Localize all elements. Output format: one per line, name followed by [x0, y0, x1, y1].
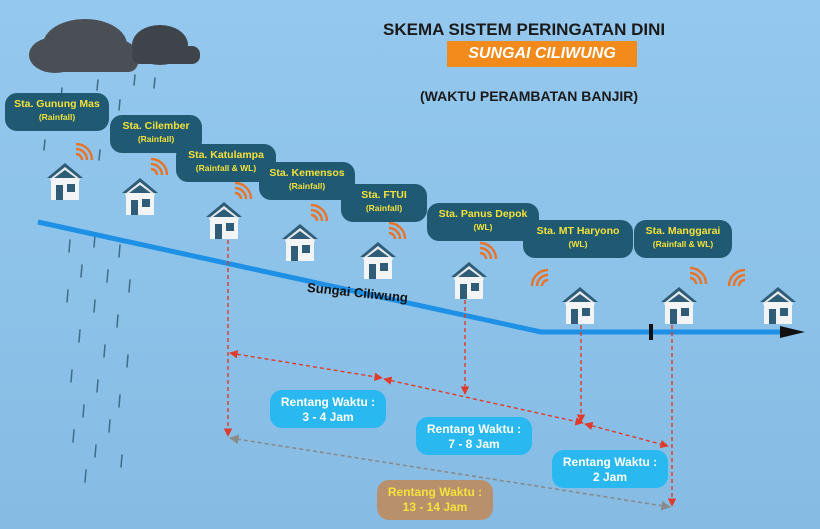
- house-icon: [122, 157, 169, 215]
- house-icon: [206, 181, 253, 239]
- range-arrow-13-14: [229, 434, 671, 511]
- house-icon: [451, 241, 498, 299]
- range-box-7-8: Rentang Waktu : 7 - 8 Jam: [416, 417, 532, 455]
- river-arrow-head: [780, 326, 805, 338]
- house-icon: [661, 266, 708, 324]
- range-value: 3 - 4 Jam: [302, 410, 354, 424]
- house-icon: [282, 203, 329, 261]
- range-arrow-7-8: [383, 376, 584, 426]
- range-arrow-2: [584, 421, 669, 449]
- range-label: Rentang Waktu :: [426, 422, 522, 436]
- house-icon: [727, 268, 796, 324]
- station-type: (Rainfall): [137, 134, 175, 144]
- range-value: 7 - 8 Jam: [448, 437, 500, 451]
- station-name: Sta. FTUI: [361, 189, 407, 201]
- house-icon: [530, 268, 598, 324]
- range-value: 2 Jam: [592, 470, 628, 484]
- range-box-13-14: Rentang Waktu : 13 - 14 Jam: [377, 480, 493, 520]
- station-name: Sta. Manggarai: [645, 225, 721, 237]
- station-kemensos: Sta. Kemensos (Rainfall): [259, 162, 355, 200]
- station-mt-haryono: Sta. MT Haryono (WL): [523, 220, 633, 258]
- range-value: 13 - 14 Jam: [402, 500, 468, 514]
- diagram-caption: (WAKTU PERAMBATAN BANJIR): [420, 88, 639, 104]
- diagram-title: SKEMA SISTEM PERINGATAN DINI: [383, 20, 666, 39]
- station-name: Sta. Gunung Mas: [14, 98, 100, 110]
- station-type: (Rainfall): [365, 203, 403, 213]
- range-label: Rentang Waktu :: [387, 485, 483, 499]
- station-type: (Rainfall & WL): [652, 239, 714, 249]
- diagram-subtitle: SUNGAI CILIWUNG: [447, 41, 637, 67]
- station-name: Sta. Katulampa: [188, 149, 264, 161]
- rain-cloud-icon: [29, 19, 200, 73]
- range-arrow-3-4: [229, 350, 383, 381]
- range-box-2: Rentang Waktu : 2 Jam: [552, 450, 668, 488]
- house-icon: [47, 142, 94, 200]
- station-type: (WL): [568, 239, 588, 249]
- station-name: Sta. MT Haryono: [536, 225, 620, 237]
- house-icon: [360, 221, 407, 279]
- station-type: (Rainfall & WL): [195, 163, 257, 173]
- range-box-3-4: Rentang Waktu : 3 - 4 Jam: [270, 390, 386, 428]
- station-name: Sta. Panus Depok: [438, 208, 528, 220]
- river-line: [37, 219, 790, 335]
- station-type: (Rainfall): [38, 112, 76, 122]
- station-panus-depok: Sta. Panus Depok (WL): [427, 203, 539, 241]
- station-gunung-mas: Sta. Gunung Mas (Rainfall): [5, 93, 109, 131]
- range-label: Rentang Waktu :: [280, 395, 376, 409]
- station-type: (WL): [473, 222, 493, 232]
- range-label: Rentang Waktu :: [562, 455, 658, 469]
- station-type: (Rainfall): [288, 181, 326, 191]
- station-name: Sta. Cilember: [122, 120, 190, 132]
- station-name: Sta. Kemensos: [269, 167, 345, 179]
- station-ftui: Sta. FTUI (Rainfall): [341, 184, 427, 222]
- station-cilember: Sta. Cilember (Rainfall): [110, 115, 202, 153]
- station-manggarai: Sta. Manggarai (Rainfall & WL): [634, 220, 732, 258]
